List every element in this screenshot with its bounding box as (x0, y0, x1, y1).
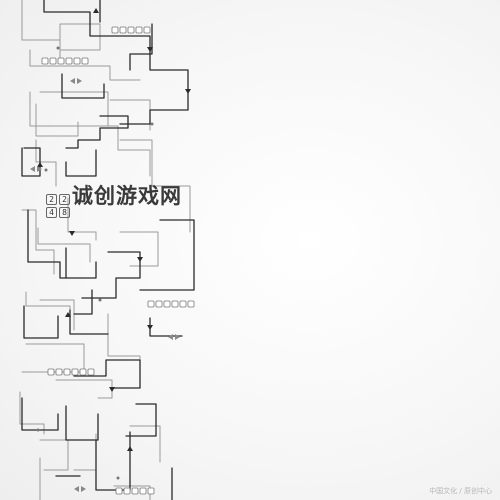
game-tile: 4 (46, 207, 57, 218)
game-tile: 2 (46, 194, 57, 205)
watermark: 中国文化 / 原创中心 (429, 487, 492, 495)
game-tile: 2 (59, 194, 70, 205)
site-title: 诚创游戏网 (72, 184, 182, 208)
dot-row-decoration (41, 26, 195, 495)
game-tile: 8 (59, 207, 70, 218)
arrow-pair-icon (30, 78, 180, 492)
game-2048-icon: 2 2 4 8 (46, 194, 70, 218)
